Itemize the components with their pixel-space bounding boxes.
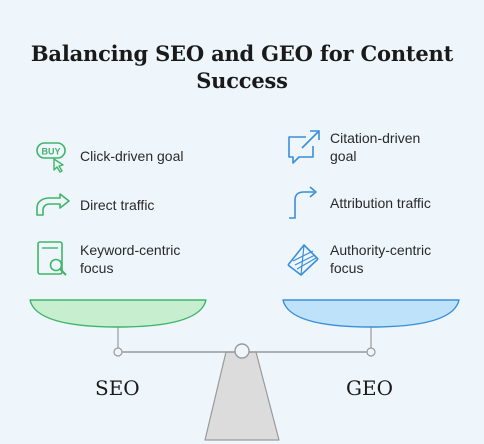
seo-pan (29, 299, 207, 328)
book-stack-icon (284, 240, 322, 278)
buy-click-icon: BUY (34, 137, 72, 175)
page-title: Balancing SEO and GEO for Content Succes… (30, 41, 454, 93)
geo-item-label: Citation-driven goal (330, 130, 421, 164)
chat-arrow-icon (284, 128, 322, 166)
seo-item-keyword-focus: Keyword-centric focus (34, 240, 200, 278)
curved-arrow-icon (34, 186, 72, 224)
scale-stand (204, 351, 280, 441)
geo-pan (282, 299, 460, 328)
seo-item-label: Keyword-centric focus (80, 242, 181, 276)
geo-item-attribution-traffic: Attribution traffic (284, 184, 431, 222)
seo-item-click-goal: BUY Click-driven goal (34, 137, 183, 175)
scale-pivot (234, 343, 250, 359)
seo-item-direct-traffic: Direct traffic (34, 186, 154, 224)
geo-item-citation-goal: Citation-driven goal (284, 128, 440, 166)
geo-item-label: Attribution traffic (330, 195, 431, 211)
svg-text:BUY: BUY (41, 147, 60, 157)
geo-item-label: Authority-centric focus (330, 242, 432, 276)
document-search-icon (34, 240, 72, 278)
rising-arrow-icon (284, 184, 322, 222)
seo-label: SEO (95, 376, 140, 400)
seo-item-label: Click-driven goal (80, 148, 184, 164)
geo-item-authority-focus: Authority-centric focus (284, 240, 450, 278)
geo-label: GEO (346, 376, 393, 400)
seo-item-label: Direct traffic (80, 197, 155, 213)
